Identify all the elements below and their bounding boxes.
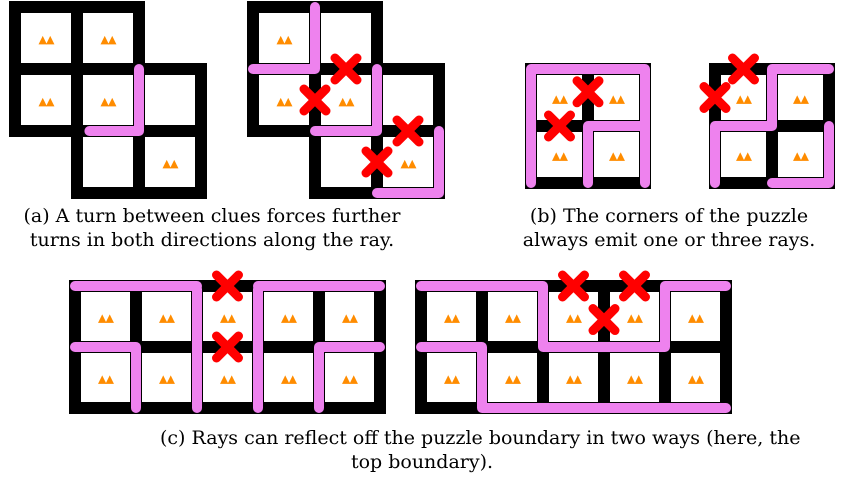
red-cross-icon [588, 304, 620, 336]
red-cross-icon [558, 270, 589, 302]
ray-path [314, 342, 385, 413]
clue-triangles-icon: ▲▲ [566, 373, 582, 386]
red-cross-stroke [544, 110, 575, 142]
clue-triangles-icon: ▲▲ [627, 312, 643, 325]
clue-triangles-icon: ▲▲ [39, 33, 55, 46]
red-cross-icon [728, 53, 759, 85]
ray-path [70, 342, 141, 413]
clue-triangles-icon: ▲▲ [609, 93, 625, 106]
clue-triangles-icon: ▲▲ [444, 312, 460, 325]
caption-a-line2: turns in both directions along the ray. [29, 229, 395, 251]
red-cross-stroke [212, 331, 243, 363]
clue-triangles-icon: ▲▲ [444, 373, 460, 386]
red-cross-stroke [572, 76, 604, 108]
ray-path [84, 64, 144, 136]
clue-triangles-icon: ▲▲ [220, 312, 236, 325]
clue-triangles-icon: ▲▲ [793, 150, 809, 163]
clue-triangles-icon: ▲▲ [159, 312, 175, 325]
ray-path [583, 121, 650, 188]
clue-triangles-icon: ▲▲ [39, 95, 55, 108]
clue-triangles-icon: ▲▲ [277, 95, 293, 108]
clue-triangles-icon: ▲▲ [688, 312, 704, 325]
ray-path [710, 64, 834, 188]
red-cross-stroke [392, 115, 424, 147]
caption-b-line1: (b) The corners of the puzzle [529, 205, 809, 227]
clue-triangles-icon: ▲▲ [163, 157, 179, 170]
ray-path [416, 342, 731, 413]
clue-triangles-icon: ▲▲ [281, 312, 297, 325]
clue-triangles-icon: ▲▲ [505, 373, 521, 386]
clue-triangles-icon: ▲▲ [281, 373, 297, 386]
clue-triangles-icon: ▲▲ [401, 157, 417, 170]
clue-triangles-icon: ▲▲ [342, 373, 358, 386]
clue-triangles-icon: ▲▲ [101, 95, 117, 108]
red-cross-stroke [728, 53, 759, 85]
red-cross-stroke [699, 82, 731, 113]
clue-triangles-icon: ▲▲ [339, 95, 355, 108]
clue-triangles-icon: ▲▲ [159, 373, 175, 386]
ray-path [372, 126, 444, 198]
red-cross-stroke [361, 146, 393, 178]
panel-c-left: ▲▲ ▲▲ ▲▲ ▲▲ ▲▲ ▲▲ ▲▲ ▲▲ ▲▲ ▲▲ [69, 270, 386, 414]
clue-triangles-icon: ▲▲ [566, 312, 582, 325]
panel-a-right: ▲▲ ▲▲ ▲▲ ▲▲ [247, 1, 445, 199]
red-cross-stroke [588, 304, 620, 336]
clue-triangles-icon: ▲▲ [505, 312, 521, 325]
red-cross-stroke [330, 53, 362, 85]
clue-triangles-icon: ▲▲ [736, 93, 752, 106]
red-cross-icon [212, 270, 243, 302]
red-cross-icon [392, 115, 424, 147]
clue-triangles-icon: ▲▲ [552, 93, 568, 106]
ray-path [248, 2, 320, 74]
clue-triangles-icon: ▲▲ [627, 373, 643, 386]
red-cross-icon [361, 146, 393, 178]
panel-b-right: ▲▲ ▲▲ ▲▲ ▲▲ [699, 53, 835, 189]
panel-c-right: ▲▲ ▲▲ ▲▲ ▲▲ ▲▲ ▲▲ ▲▲ ▲▲ ▲▲ ▲▲ [415, 270, 732, 414]
caption-a: (a) A turn between clues forces further … [0, 204, 424, 252]
red-cross-stroke [558, 270, 589, 302]
clue-triangles-icon: ▲▲ [342, 312, 358, 325]
clue-triangles-icon: ▲▲ [101, 33, 117, 46]
clue-triangles-icon: ▲▲ [220, 373, 236, 386]
clue-triangles-icon: ▲▲ [609, 150, 625, 163]
red-cross-icon [299, 84, 331, 116]
clue-triangles-icon: ▲▲ [98, 312, 114, 325]
clue-triangles-icon: ▲▲ [98, 373, 114, 386]
caption-b-line2: always emit one or three rays. [522, 229, 816, 251]
red-cross-icon [330, 53, 362, 85]
red-cross-icon [544, 110, 575, 142]
clue-triangles-icon: ▲▲ [277, 33, 293, 46]
clue-triangles-icon: ▲▲ [552, 150, 568, 163]
red-cross-icon [699, 82, 731, 113]
clue-triangles-icon: ▲▲ [793, 93, 809, 106]
red-cross-stroke [299, 84, 331, 116]
ray-path [310, 64, 382, 136]
caption-b: (b) The corners of the puzzle always emi… [494, 204, 844, 252]
red-cross-icon [619, 270, 650, 302]
clue-triangles-icon: ▲▲ [736, 150, 752, 163]
ray-path [416, 281, 731, 352]
caption-a-line1: (a) A turn between clues forces further [23, 205, 401, 227]
red-cross-stroke [619, 270, 650, 302]
caption-c-line1: (c) Rays can reflect off the puzzle boun… [160, 427, 801, 449]
red-cross-icon [572, 76, 604, 108]
red-cross-icon [212, 331, 243, 363]
panel-a-left: ▲▲ ▲▲ ▲▲ ▲▲ ▲▲ [9, 1, 207, 199]
panel-b-left: ▲▲ ▲▲ ▲▲ ▲▲ [525, 63, 651, 189]
caption-c: (c) Rays can reflect off the puzzle boun… [160, 426, 801, 474]
ray-path [767, 121, 834, 188]
caption-c-line2: top boundary). [350, 451, 494, 473]
red-cross-stroke [212, 270, 243, 302]
clue-triangles-icon: ▲▲ [688, 373, 704, 386]
